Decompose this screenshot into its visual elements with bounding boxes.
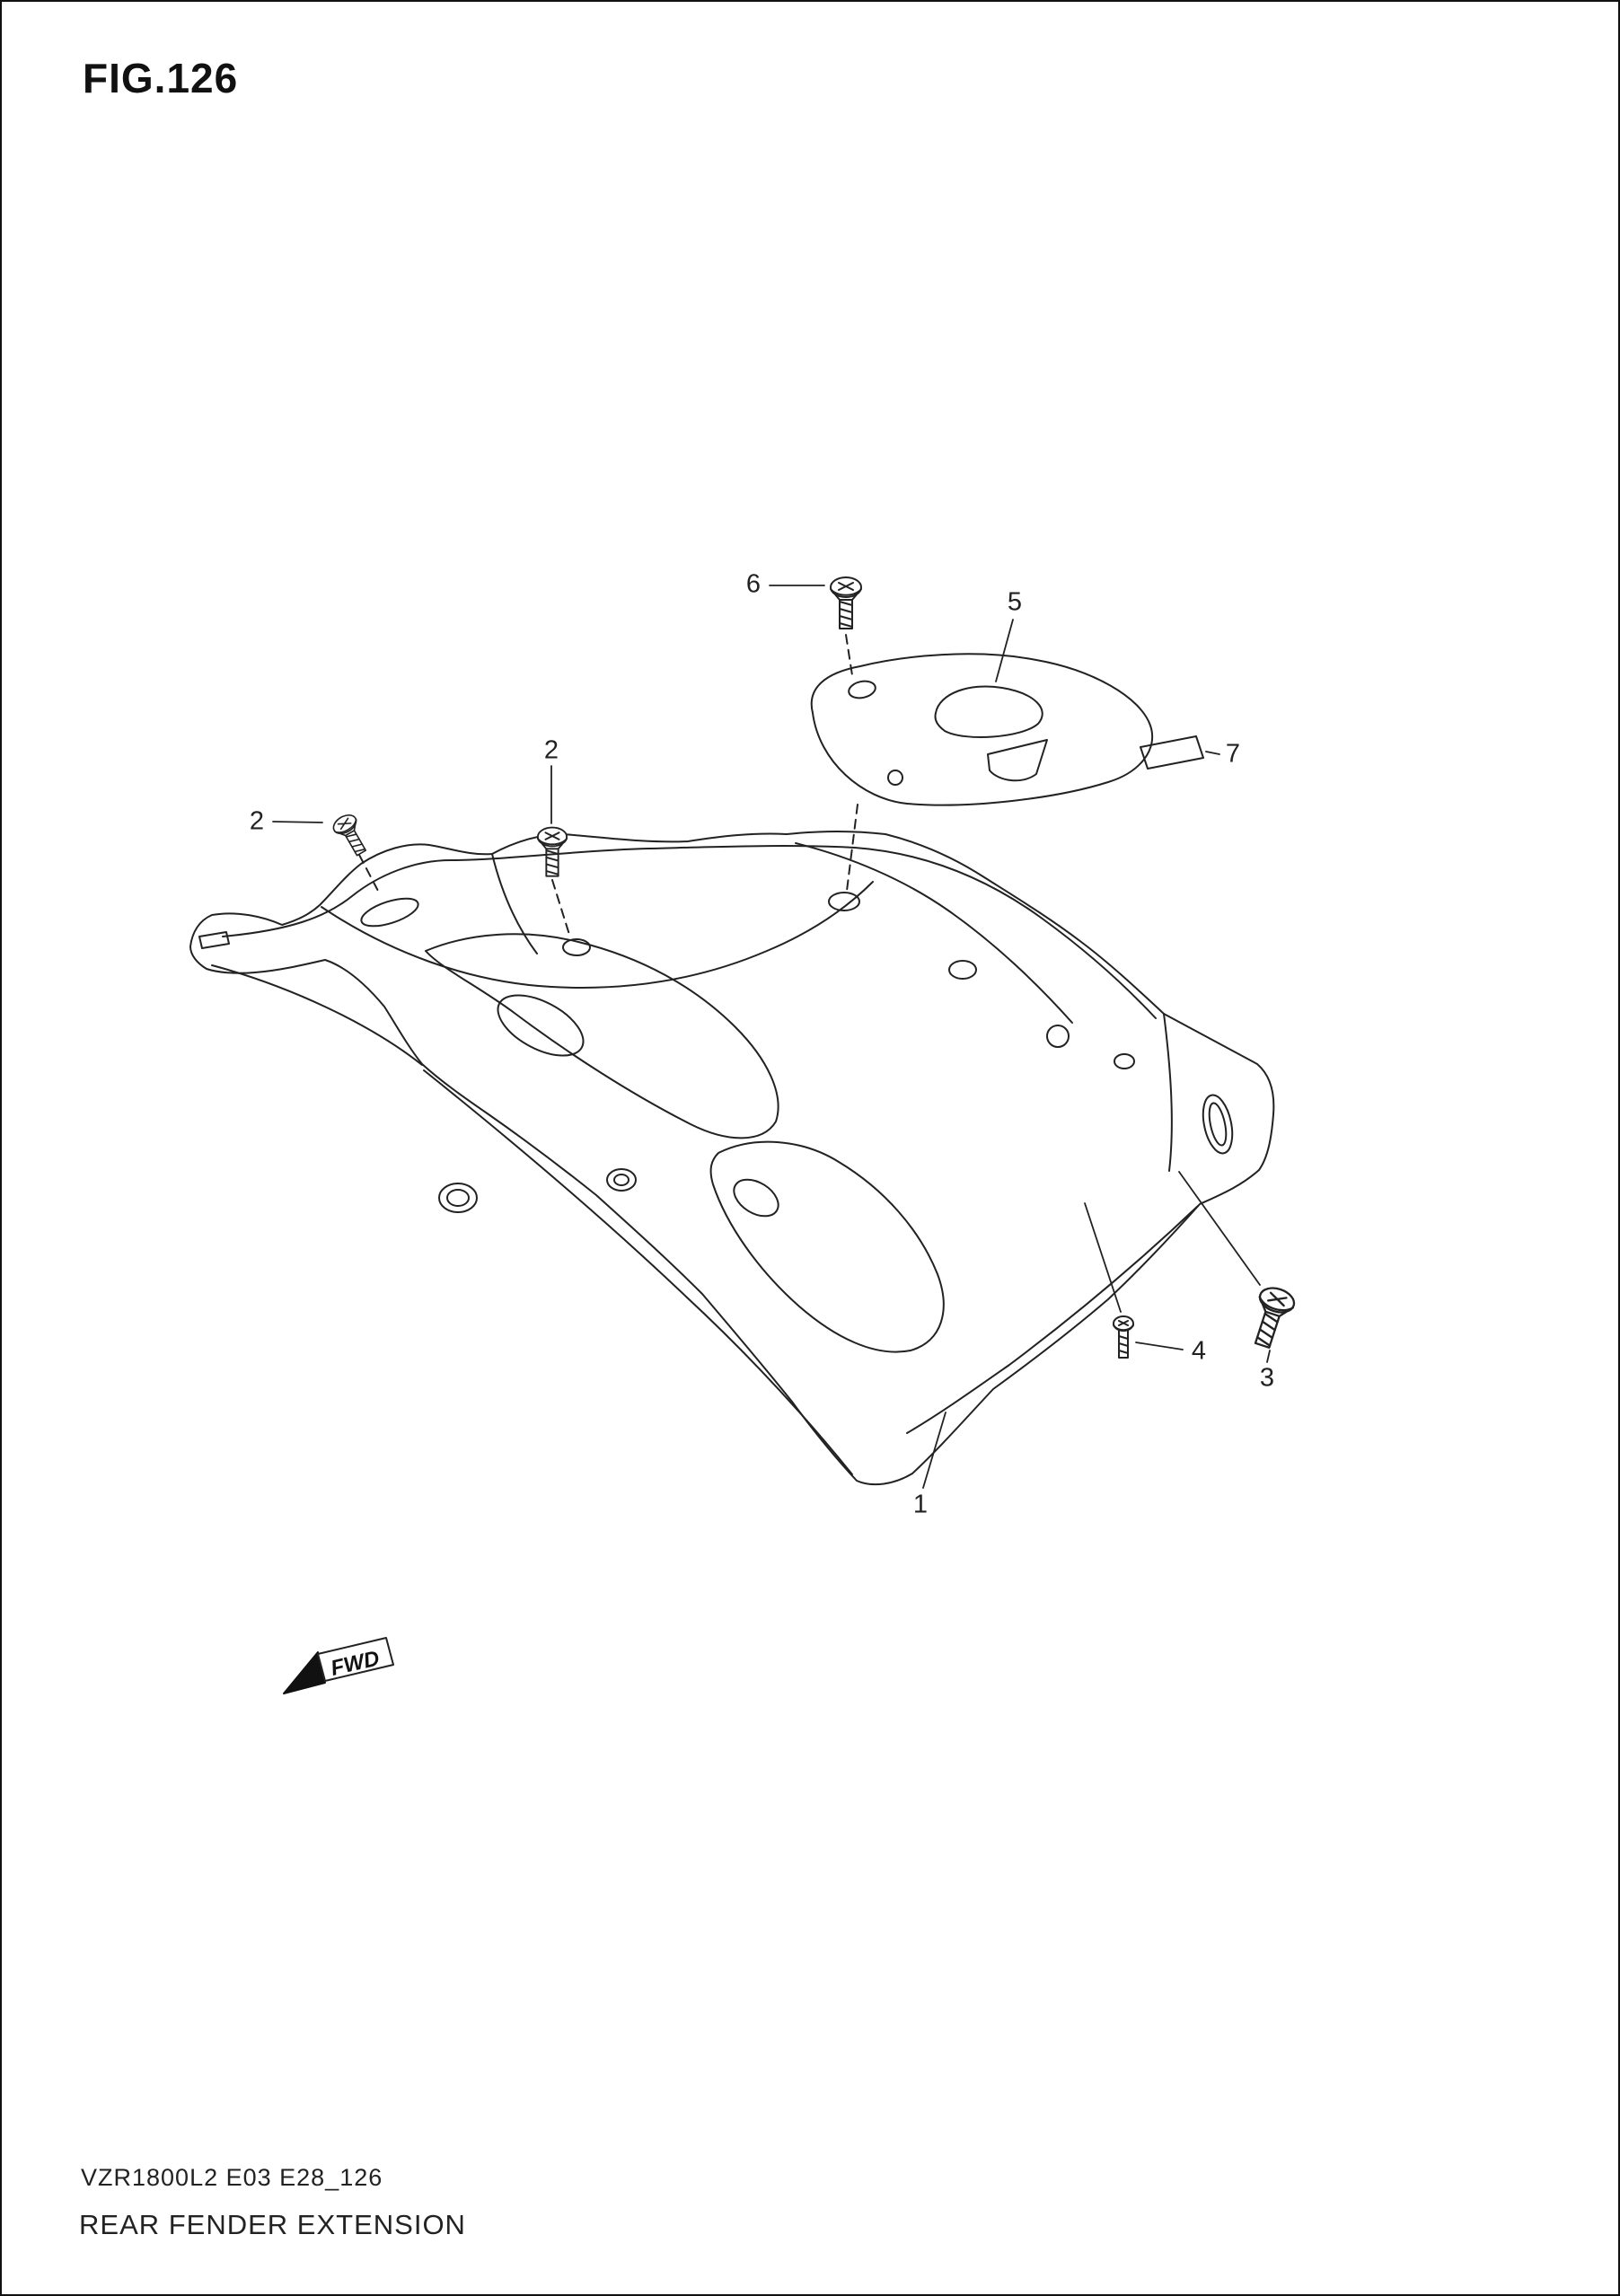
callout-6: 6 — [745, 569, 762, 599]
bolt-part-2-left — [330, 810, 373, 860]
callout-7: 7 — [1225, 739, 1241, 769]
pad-part-7 — [1140, 735, 1204, 770]
figure-title: FIG.126 — [83, 55, 239, 101]
leader-lines — [272, 585, 1271, 1489]
bracket-plate-part-5 — [810, 653, 1154, 806]
callout-1: 1 — [912, 1490, 929, 1519]
callout-2-top: 2 — [543, 735, 559, 765]
assembly-axis-lines — [358, 634, 858, 938]
rear-fender-extension-part-1 — [189, 831, 1275, 1486]
bolt-part-3 — [1244, 1282, 1299, 1352]
screw-part-4 — [1113, 1315, 1134, 1359]
model-code: VZR1800L2 E03 E28_126 — [81, 2164, 383, 2191]
bolt-part-6 — [830, 576, 862, 629]
callout-2-left: 2 — [249, 806, 265, 836]
callout-4: 4 — [1191, 1336, 1207, 1366]
bolt-part-2-top — [536, 826, 568, 877]
callout-3: 3 — [1259, 1363, 1275, 1393]
callout-5: 5 — [1007, 587, 1023, 617]
fwd-arrow — [283, 1637, 394, 1694]
figure-name: REAR FENDER EXTENSION — [79, 2209, 466, 2240]
